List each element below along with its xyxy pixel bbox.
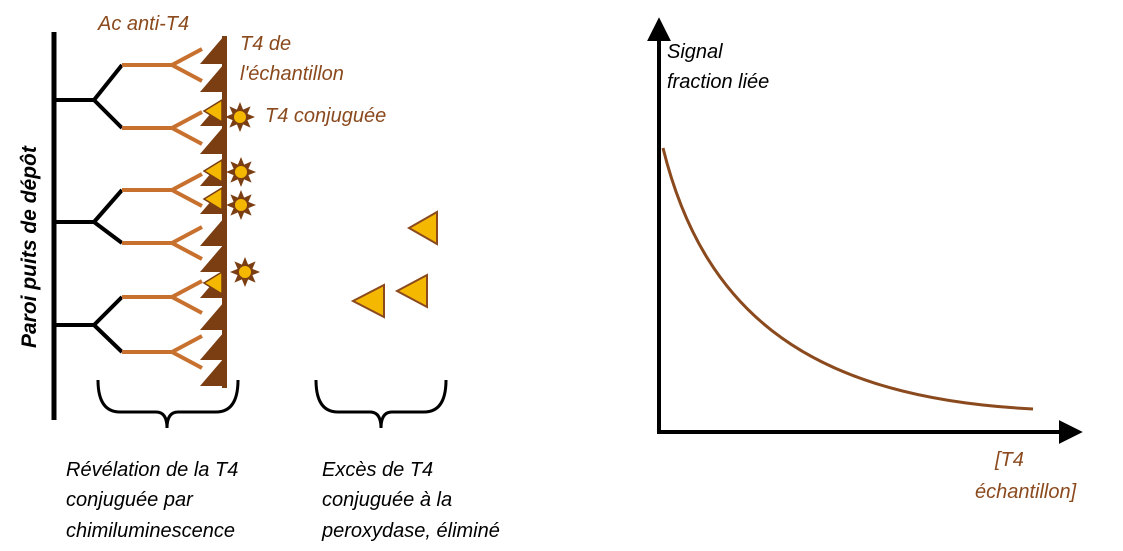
- y-axis-label-line1: Signal: [667, 41, 723, 63]
- antibody-fork: [92, 63, 124, 102]
- revelation-brace: [96, 379, 240, 429]
- conjugated-t4-stars: [225, 102, 260, 287]
- wall-label: Paroi puits de dépôt: [18, 145, 41, 348]
- antibody-fab: [171, 47, 203, 67]
- excess-caption-line1: Excès de T4: [322, 459, 433, 481]
- graph: Signal fraction liée [T4 échantillon]: [647, 17, 1083, 503]
- conjugated-t4-star: [226, 157, 256, 187]
- sample-t4-label-line2: l'échantillon: [240, 63, 344, 85]
- antibody-fork: [92, 188, 124, 224]
- antibody-fab: [171, 126, 203, 146]
- sample-t4-wedge: [200, 302, 224, 330]
- x-axis-label-line1: [T4: [994, 449, 1024, 471]
- revelation-caption-line1: Révélation de la T4: [66, 459, 238, 481]
- star-core: [234, 111, 246, 123]
- antibody-group: [54, 47, 203, 146]
- conjugated-t4-label: T4 conjuguée: [265, 105, 386, 127]
- y-axis-label-line2: fraction liée: [667, 71, 769, 93]
- signal-curve: [661, 147, 1034, 411]
- sample-t4-wedge: [200, 358, 224, 386]
- sample-t4-wedge: [200, 332, 224, 360]
- antibody-group: [54, 172, 203, 261]
- sample-t4-wedge: [200, 126, 224, 154]
- antibody-fork: [92, 295, 124, 327]
- antibody-group: [54, 279, 203, 370]
- antibody-fab: [171, 188, 203, 208]
- conjugated-t4-star: [225, 102, 255, 132]
- antibody-fab: [171, 225, 203, 245]
- revelation-caption-line2: conjuguée par: [66, 489, 194, 511]
- antibody-fork: [92, 323, 124, 354]
- antibody-fork: [92, 220, 124, 245]
- star-core: [235, 166, 247, 178]
- sample-t4-label-line1: T4 de: [240, 33, 291, 55]
- excess-caption-line3: peroxydase, éliminé: [321, 520, 500, 542]
- antibody-fab: [171, 63, 203, 83]
- excess-brace: [314, 379, 448, 429]
- excess-caption-line2: conjuguée à la: [322, 489, 452, 511]
- antibody-fab: [171, 279, 203, 299]
- antibody-fab: [171, 350, 203, 370]
- free-t4-triangle: [394, 273, 428, 309]
- antibody-fork: [92, 98, 124, 130]
- revelation-caption-line3: chimiluminescence: [66, 520, 235, 542]
- antibody-fab: [171, 110, 203, 130]
- x-axis-label-line2: échantillon]: [975, 481, 1077, 503]
- sample-t4-wedge: [200, 244, 224, 272]
- star-core: [239, 266, 251, 278]
- conjugated-t4-star: [230, 257, 260, 287]
- conjugated-t4-star: [226, 190, 256, 220]
- sample-t4-wedge: [200, 218, 224, 246]
- sample-t4-wedge: [200, 36, 224, 64]
- antibody-fab: [171, 241, 203, 261]
- sample-t4-column: [200, 36, 227, 388]
- sample-t4-backbone: [222, 36, 227, 388]
- star-core: [235, 199, 247, 211]
- free-t4-triangle: [406, 210, 438, 246]
- antibody-fab: [171, 172, 203, 192]
- antibody-fab: [171, 295, 203, 315]
- antibody-fab: [171, 334, 203, 354]
- antibody-groups: [54, 47, 203, 370]
- free-t4-triangle: [350, 283, 385, 319]
- sample-t4-wedge: [200, 64, 224, 92]
- free-conjugated-t4: [350, 210, 438, 319]
- antibody-label: Ac anti-T4: [97, 13, 189, 35]
